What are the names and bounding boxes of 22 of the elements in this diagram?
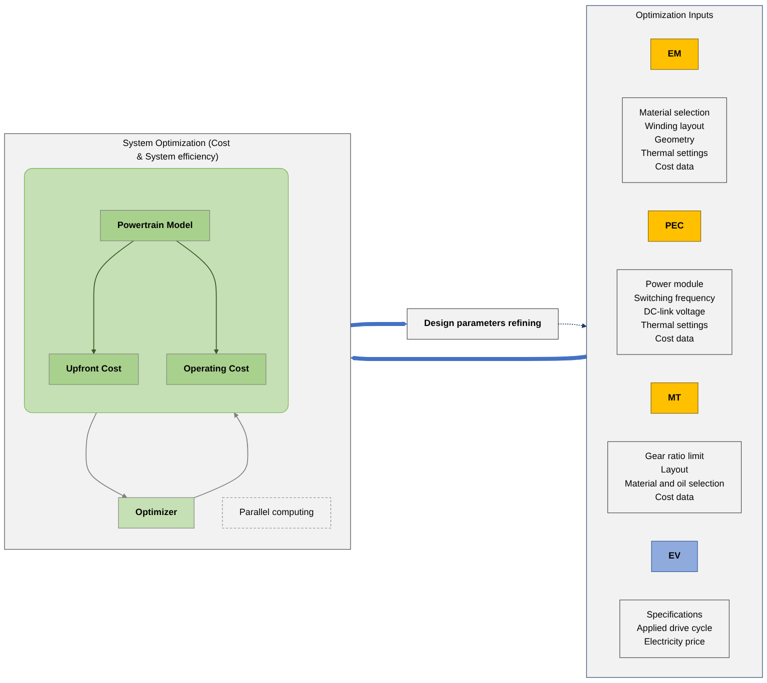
node-box: Specifications Applied drive cycle Electricity price (620, 600, 730, 658)
arrow (91, 240, 134, 354)
arrow (558, 323, 587, 328)
node-box: Design parameters refining (406, 308, 559, 340)
node-box: Parallel computing (222, 497, 332, 528)
node-box: EM (650, 38, 699, 70)
node-box: EV (651, 540, 698, 572)
node-box: Power module Switching frequency DC-link voltage Thermal settings Cost data (616, 269, 732, 355)
node-box: Operating Cost (166, 354, 266, 385)
node-box: PEC (648, 210, 702, 242)
node-box: MT (650, 382, 698, 414)
arrow (86, 412, 128, 498)
arrow (350, 354, 587, 362)
node-box: Material selection Winding layout Geometry Thermal settings Cost data (622, 97, 727, 183)
node-box: Powertrain Model (100, 210, 210, 242)
node-box: Upfront Cost (48, 354, 139, 385)
arrow (194, 412, 248, 498)
arrow (176, 240, 219, 354)
cluster (24, 168, 289, 414)
node-box: Gear ratio limit Layout Material and oil selection Cost data (607, 441, 742, 514)
node-box: Optimizer (118, 497, 194, 528)
arrow (350, 321, 408, 328)
